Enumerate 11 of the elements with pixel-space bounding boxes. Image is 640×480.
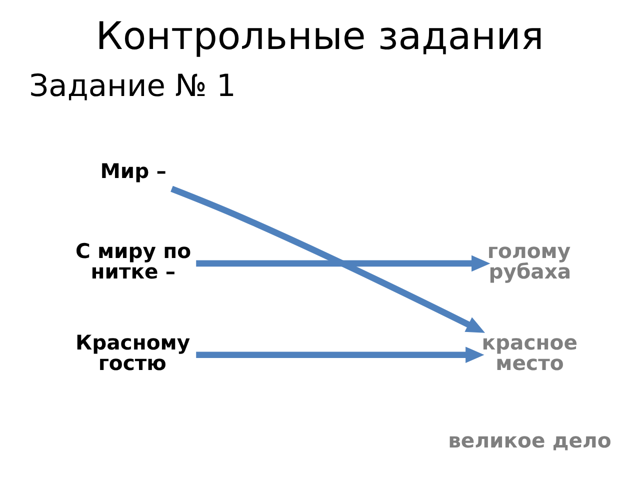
arrow bbox=[196, 255, 490, 272]
label: Задание № 1 bbox=[28, 69, 236, 104]
arrow bbox=[196, 346, 484, 364]
arrow bbox=[170, 186, 485, 333]
node-text: Мир – bbox=[100, 159, 166, 184]
diagram-title: Контрольные задания bbox=[95, 14, 544, 58]
node-text: красное место bbox=[481, 330, 578, 375]
node-text: голому рубаха bbox=[486, 239, 571, 284]
node-text: Красному гостю bbox=[74, 330, 190, 375]
node-text: великое дело bbox=[448, 428, 611, 452]
node-text: С миру по нитке – bbox=[74, 239, 191, 284]
